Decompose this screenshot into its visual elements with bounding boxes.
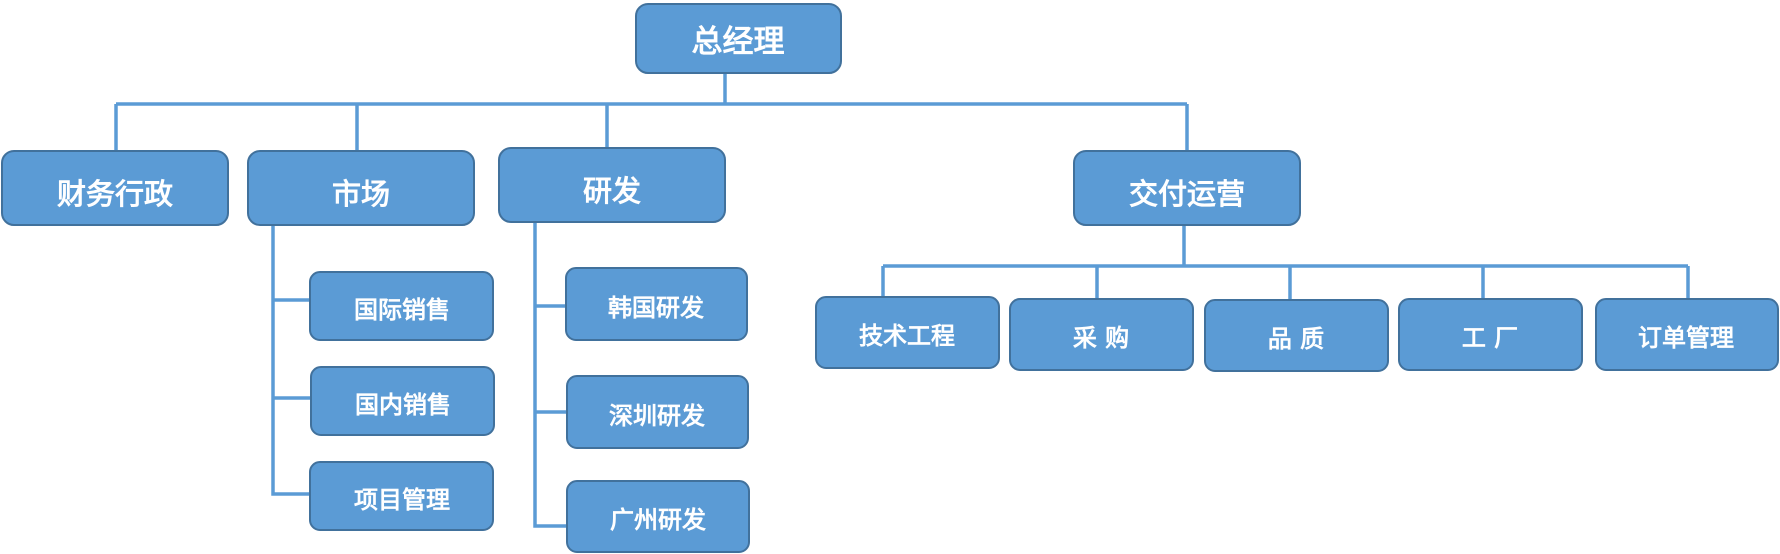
node-label: 韩国研发: [608, 294, 704, 322]
node-root-general-manager: 总经理: [635, 3, 842, 74]
node-ops-quality: 品 质: [1204, 299, 1389, 372]
node-label: 广州研发: [610, 506, 706, 534]
node-ops-procurement: 采 购: [1009, 298, 1194, 371]
node-ops-factory: 工 厂: [1398, 298, 1583, 371]
node-label: 市场: [332, 177, 390, 211]
node-label: 采 购: [1073, 324, 1129, 352]
node-rd-shenzhen: 深圳研发: [566, 375, 749, 449]
node-label: 国际销售: [354, 296, 450, 324]
node-label: 交付运营: [1129, 177, 1245, 211]
node-label: 总经理: [692, 24, 785, 60]
node-dept-delivery-ops: 交付运营: [1073, 150, 1301, 226]
node-label: 深圳研发: [609, 402, 705, 430]
node-label: 工 厂: [1462, 324, 1518, 352]
connector-market-spine: [271, 225, 312, 496]
node-market-domestic-sales: 国内销售: [310, 366, 495, 436]
node-dept-market: 市场: [247, 150, 475, 226]
connector-rd-spine: [533, 223, 568, 528]
node-label: 国内销售: [355, 391, 451, 419]
connectors: [114, 74, 1690, 528]
node-market-project-management: 项目管理: [309, 461, 494, 531]
node-label: 研发: [583, 174, 641, 208]
node-dept-rd: 研发: [498, 147, 726, 223]
node-market-international-sales: 国际销售: [309, 271, 494, 341]
node-label: 项目管理: [354, 486, 450, 514]
node-label: 技术工程: [859, 322, 955, 350]
node-rd-guangzhou: 广州研发: [566, 480, 750, 553]
node-label: 财务行政: [57, 177, 173, 211]
node-ops-technical-engineering: 技术工程: [815, 296, 1000, 369]
node-dept-finance-admin: 财务行政: [1, 150, 229, 226]
node-label: 订单管理: [1638, 324, 1734, 352]
node-label: 品 质: [1268, 325, 1324, 353]
node-ops-order-management: 订单管理: [1595, 298, 1779, 371]
node-rd-korea: 韩国研发: [565, 267, 748, 341]
